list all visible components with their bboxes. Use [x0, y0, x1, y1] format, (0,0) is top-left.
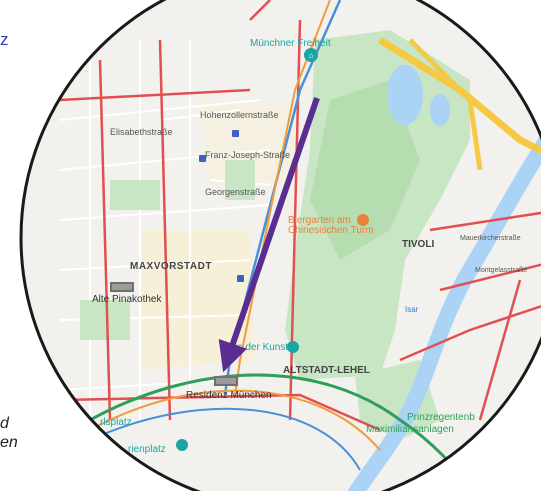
poi-biergarten[interactable] — [357, 214, 369, 226]
park-inner — [310, 80, 420, 260]
label-residenz: Residenz München — [186, 390, 272, 401]
poi-muenchner-freiheit[interactable]: ⌂ — [304, 48, 318, 62]
poi-haus-der-kunst[interactable] — [287, 341, 299, 353]
label-karlsplatz: rlsplatz — [100, 417, 132, 428]
label-biergarten-1: Biergarten am — [288, 215, 351, 226]
label-haus-der-kunst: us der Kunst — [232, 342, 288, 353]
highway-1 — [378, 37, 541, 164]
label-tivoli: TIVOLI — [402, 239, 434, 250]
label-maxvorstadt: MAXVORSTADT — [130, 261, 212, 272]
label-muenchner-freiheit: Münchner Freiheit — [250, 38, 331, 49]
route-arrow — [218, 97, 320, 373]
label-altstadt-lehel: ALTSTADT-LEHEL — [283, 365, 370, 376]
label-prinzregenten: Prinzregentenb — [407, 412, 475, 423]
label-alte-pinakothek: Alte Pinakothek — [92, 294, 162, 305]
label-marienplatz: rienplatz — [128, 444, 166, 455]
label-franz-joseph-strasse: Franz-Joseph-Straße — [205, 150, 290, 160]
svg-text:⌂: ⌂ — [309, 51, 314, 60]
main-roads — [59, 0, 541, 432]
label-isar: Isar — [405, 305, 419, 314]
highway-2 — [408, 38, 483, 171]
partial-caption-line-2: en — [0, 434, 18, 451]
palace-icon — [214, 376, 238, 386]
small-park-1 — [110, 180, 160, 210]
label-elisabethstrasse: Elisabethstraße — [110, 127, 173, 137]
label-georgenstrasse: Georgenstraße — [205, 187, 266, 197]
label-mauerkircherstrasse: Mauerkircherstraße — [460, 235, 521, 242]
line-blue-2 — [89, 407, 361, 471]
isar-river — [332, 115, 541, 496]
label-maximiliansanlagen: Maximiliansanlagen — [366, 424, 454, 435]
museum-icon — [110, 282, 134, 292]
ubahn-markers — [199, 130, 244, 282]
poi-marienplatz[interactable] — [176, 439, 188, 451]
lake-small — [430, 94, 450, 126]
label-biergarten-2: Chinesischen Turm — [288, 225, 374, 236]
label-hohenzollernstrasse: Hohenzollernstraße — [200, 110, 279, 120]
small-park-2 — [225, 160, 255, 200]
kleinhesseloher-see — [387, 65, 423, 125]
map-border — [19, 0, 541, 496]
small-park-3 — [80, 300, 130, 340]
line-orange-2 — [89, 389, 381, 451]
label-montgelasstrasse: Montgelasstraße — [475, 267, 527, 274]
partial-caption-line-1: d — [0, 415, 9, 432]
partial-link-text: z — [0, 30, 9, 49]
